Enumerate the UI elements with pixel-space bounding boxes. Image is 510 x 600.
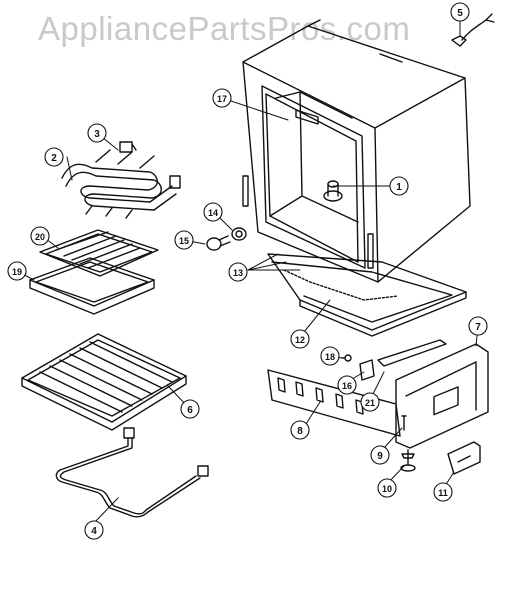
svg-text:17: 17	[217, 94, 227, 104]
oven-rack	[21, 333, 187, 431]
callout-4[interactable]: 4	[84, 520, 104, 540]
callout-16[interactable]: 16	[337, 375, 357, 395]
svg-text:6: 6	[187, 405, 193, 416]
callout-14[interactable]: 14	[203, 202, 223, 222]
bake-element	[55, 427, 209, 518]
svg-text:8: 8	[297, 426, 303, 437]
callout-12[interactable]: 12	[290, 329, 310, 349]
svg-text:5: 5	[457, 8, 463, 19]
svg-text:18: 18	[325, 352, 335, 362]
svg-text:20: 20	[35, 232, 45, 242]
callout-13[interactable]: 13	[228, 262, 248, 282]
svg-text:4: 4	[91, 526, 97, 537]
callout-8[interactable]: 8	[290, 420, 310, 440]
callout-7[interactable]: 7	[468, 316, 488, 336]
svg-text:21: 21	[365, 398, 375, 408]
callouts: 1 2 3 4 5 6 7 8 9 10 11 12 13 14 15 16 1…	[7, 2, 488, 540]
svg-text:3: 3	[94, 129, 100, 140]
callout-19[interactable]: 19	[7, 261, 27, 281]
callout-20[interactable]: 20	[30, 226, 50, 246]
svg-text:9: 9	[377, 451, 383, 462]
svg-text:16: 16	[342, 381, 352, 391]
svg-text:19: 19	[12, 267, 22, 277]
callout-10[interactable]: 10	[377, 478, 397, 498]
callout-6[interactable]: 6	[180, 399, 200, 419]
callout-1[interactable]: 1	[389, 176, 409, 196]
wire-harness	[451, 13, 495, 47]
callout-5[interactable]: 5	[450, 2, 470, 22]
svg-text:12: 12	[295, 335, 305, 345]
light-assembly	[206, 227, 247, 251]
svg-text:7: 7	[475, 322, 481, 333]
svg-text:14: 14	[208, 208, 218, 218]
svg-text:1: 1	[396, 182, 402, 193]
callout-2[interactable]: 2	[44, 147, 64, 167]
callout-3[interactable]: 3	[87, 123, 107, 143]
oven-cavity	[242, 19, 471, 283]
svg-text:11: 11	[438, 488, 448, 498]
callout-21[interactable]: 21	[360, 392, 380, 412]
callout-15[interactable]: 15	[174, 230, 194, 250]
svg-text:10: 10	[382, 484, 392, 494]
callout-18[interactable]: 18	[320, 346, 340, 366]
leader-lines	[16, 18, 479, 524]
broil-pan	[29, 229, 159, 315]
svg-text:15: 15	[179, 236, 189, 246]
svg-text:2: 2	[51, 153, 57, 164]
callout-11[interactable]: 11	[433, 482, 453, 502]
svg-text:13: 13	[233, 268, 243, 278]
broil-element	[61, 141, 181, 219]
watermark-logo: AppliancePartsPros.com	[38, 10, 411, 47]
callout-9[interactable]: 9	[370, 445, 390, 465]
oven-floor-panel	[267, 253, 467, 337]
callout-17[interactable]: 17	[212, 88, 232, 108]
